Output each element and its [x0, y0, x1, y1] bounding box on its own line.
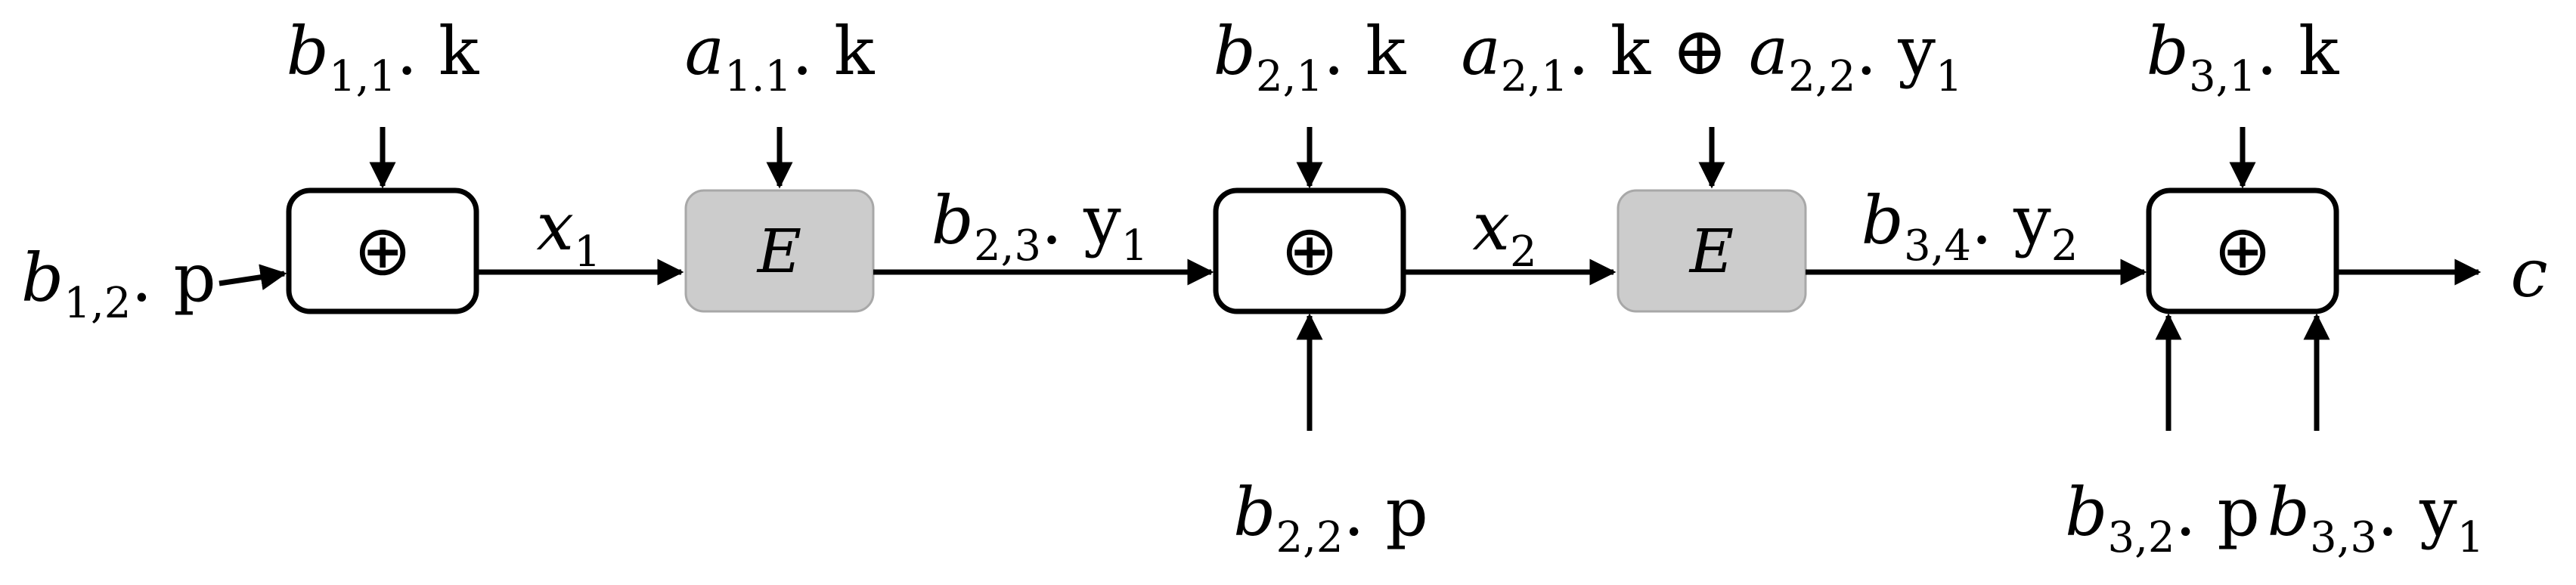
xor-box-1 [286, 187, 479, 314]
xor-symbol-2: ⊕ [1280, 210, 1338, 291]
label-b34: b3,4. y2 [1861, 181, 2078, 271]
label-b23: b2,3. y1 [932, 181, 1149, 271]
encrypt-label-1: E [756, 216, 801, 286]
label-a21-a22: a2,1. k ⊕ a2,2. y1 [1461, 12, 1962, 101]
label-b21: b2,1. k [1214, 12, 1406, 101]
label-b12: b1,2. p [21, 239, 216, 328]
label-x2: x2 [1472, 187, 1536, 277]
xor-symbol-3: ⊕ [2213, 210, 2271, 291]
label-x1: x1 [536, 187, 600, 277]
label-b33: b3,3. y1 [2268, 473, 2485, 562]
xor-symbol-1: ⊕ [353, 210, 411, 291]
encrypt-label-2: E [1688, 216, 1734, 286]
label-a11: a1.1. k [685, 12, 875, 101]
label-b11: b1,1. k [287, 12, 479, 101]
label-b31: b3,1. k [2147, 12, 2339, 101]
encrypt-box-2 [1617, 189, 1807, 313]
xor-box-2 [1213, 187, 1406, 314]
label-b22: b2,2. p [1233, 473, 1428, 562]
label-c: c [2510, 234, 2547, 312]
encrypt-box-1 [684, 189, 875, 313]
label-b32: b3,2. p [2065, 473, 2260, 562]
arrow-p-in [219, 264, 287, 291]
xor-box-3 [2146, 187, 2339, 314]
